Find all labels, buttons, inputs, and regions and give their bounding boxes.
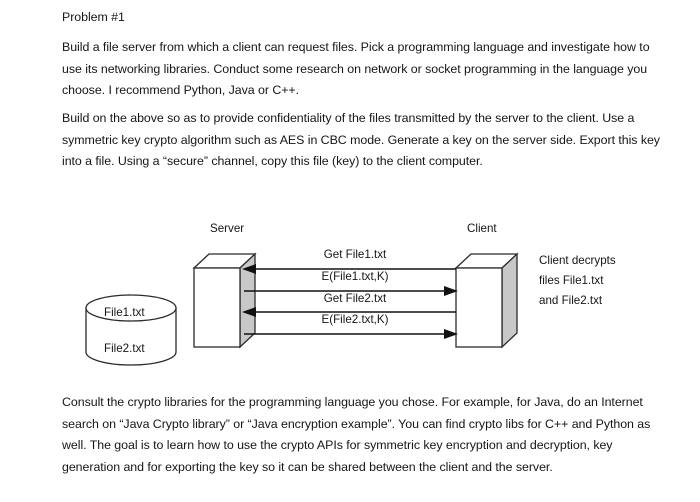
page-title: Problem #1: [62, 10, 125, 24]
paragraph-1: Build a file server from which a client …: [62, 40, 650, 97]
client-box: [454, 252, 519, 349]
server-label: Server: [210, 222, 245, 235]
database-file2-label: File2.txt: [104, 342, 145, 355]
client-note-line-3: and File2.txt: [539, 294, 603, 307]
database-cylinder: [85, 294, 177, 366]
diagram-graphics: [85, 252, 519, 366]
server-box: [192, 252, 257, 349]
client-decrypt-note: Client decrypts files File1.txt and File…: [539, 251, 689, 311]
message-arrow-get-file1: [242, 264, 456, 274]
client-server-diagram: Server Client File1.txt File2.txt Get Fi…: [0, 210, 700, 375]
database-file1-label: File1.txt: [104, 306, 145, 319]
message-arrow-encrypted-file1: [244, 286, 458, 296]
message-arrow-encrypted-file2: [244, 329, 458, 339]
client-note-line-2: files File1.txt: [539, 274, 604, 287]
client-note-line-1: Client decrypts: [539, 254, 616, 267]
paragraph-3: Consult the crypto libraries for the pro…: [62, 395, 651, 474]
arrow-label-encrypted-file2: E(File2.txt,K): [321, 313, 389, 326]
arrow-label-get-file1: Get File1.txt: [323, 248, 387, 261]
arrow-label-get-file2: Get File2.txt: [323, 292, 387, 305]
paragraph-2: Build on the above so as to provide conf…: [62, 111, 660, 168]
message-arrow-get-file2: [242, 307, 456, 317]
arrow-label-encrypted-file1: E(File1.txt,K): [321, 270, 389, 283]
client-label: Client: [467, 222, 497, 235]
